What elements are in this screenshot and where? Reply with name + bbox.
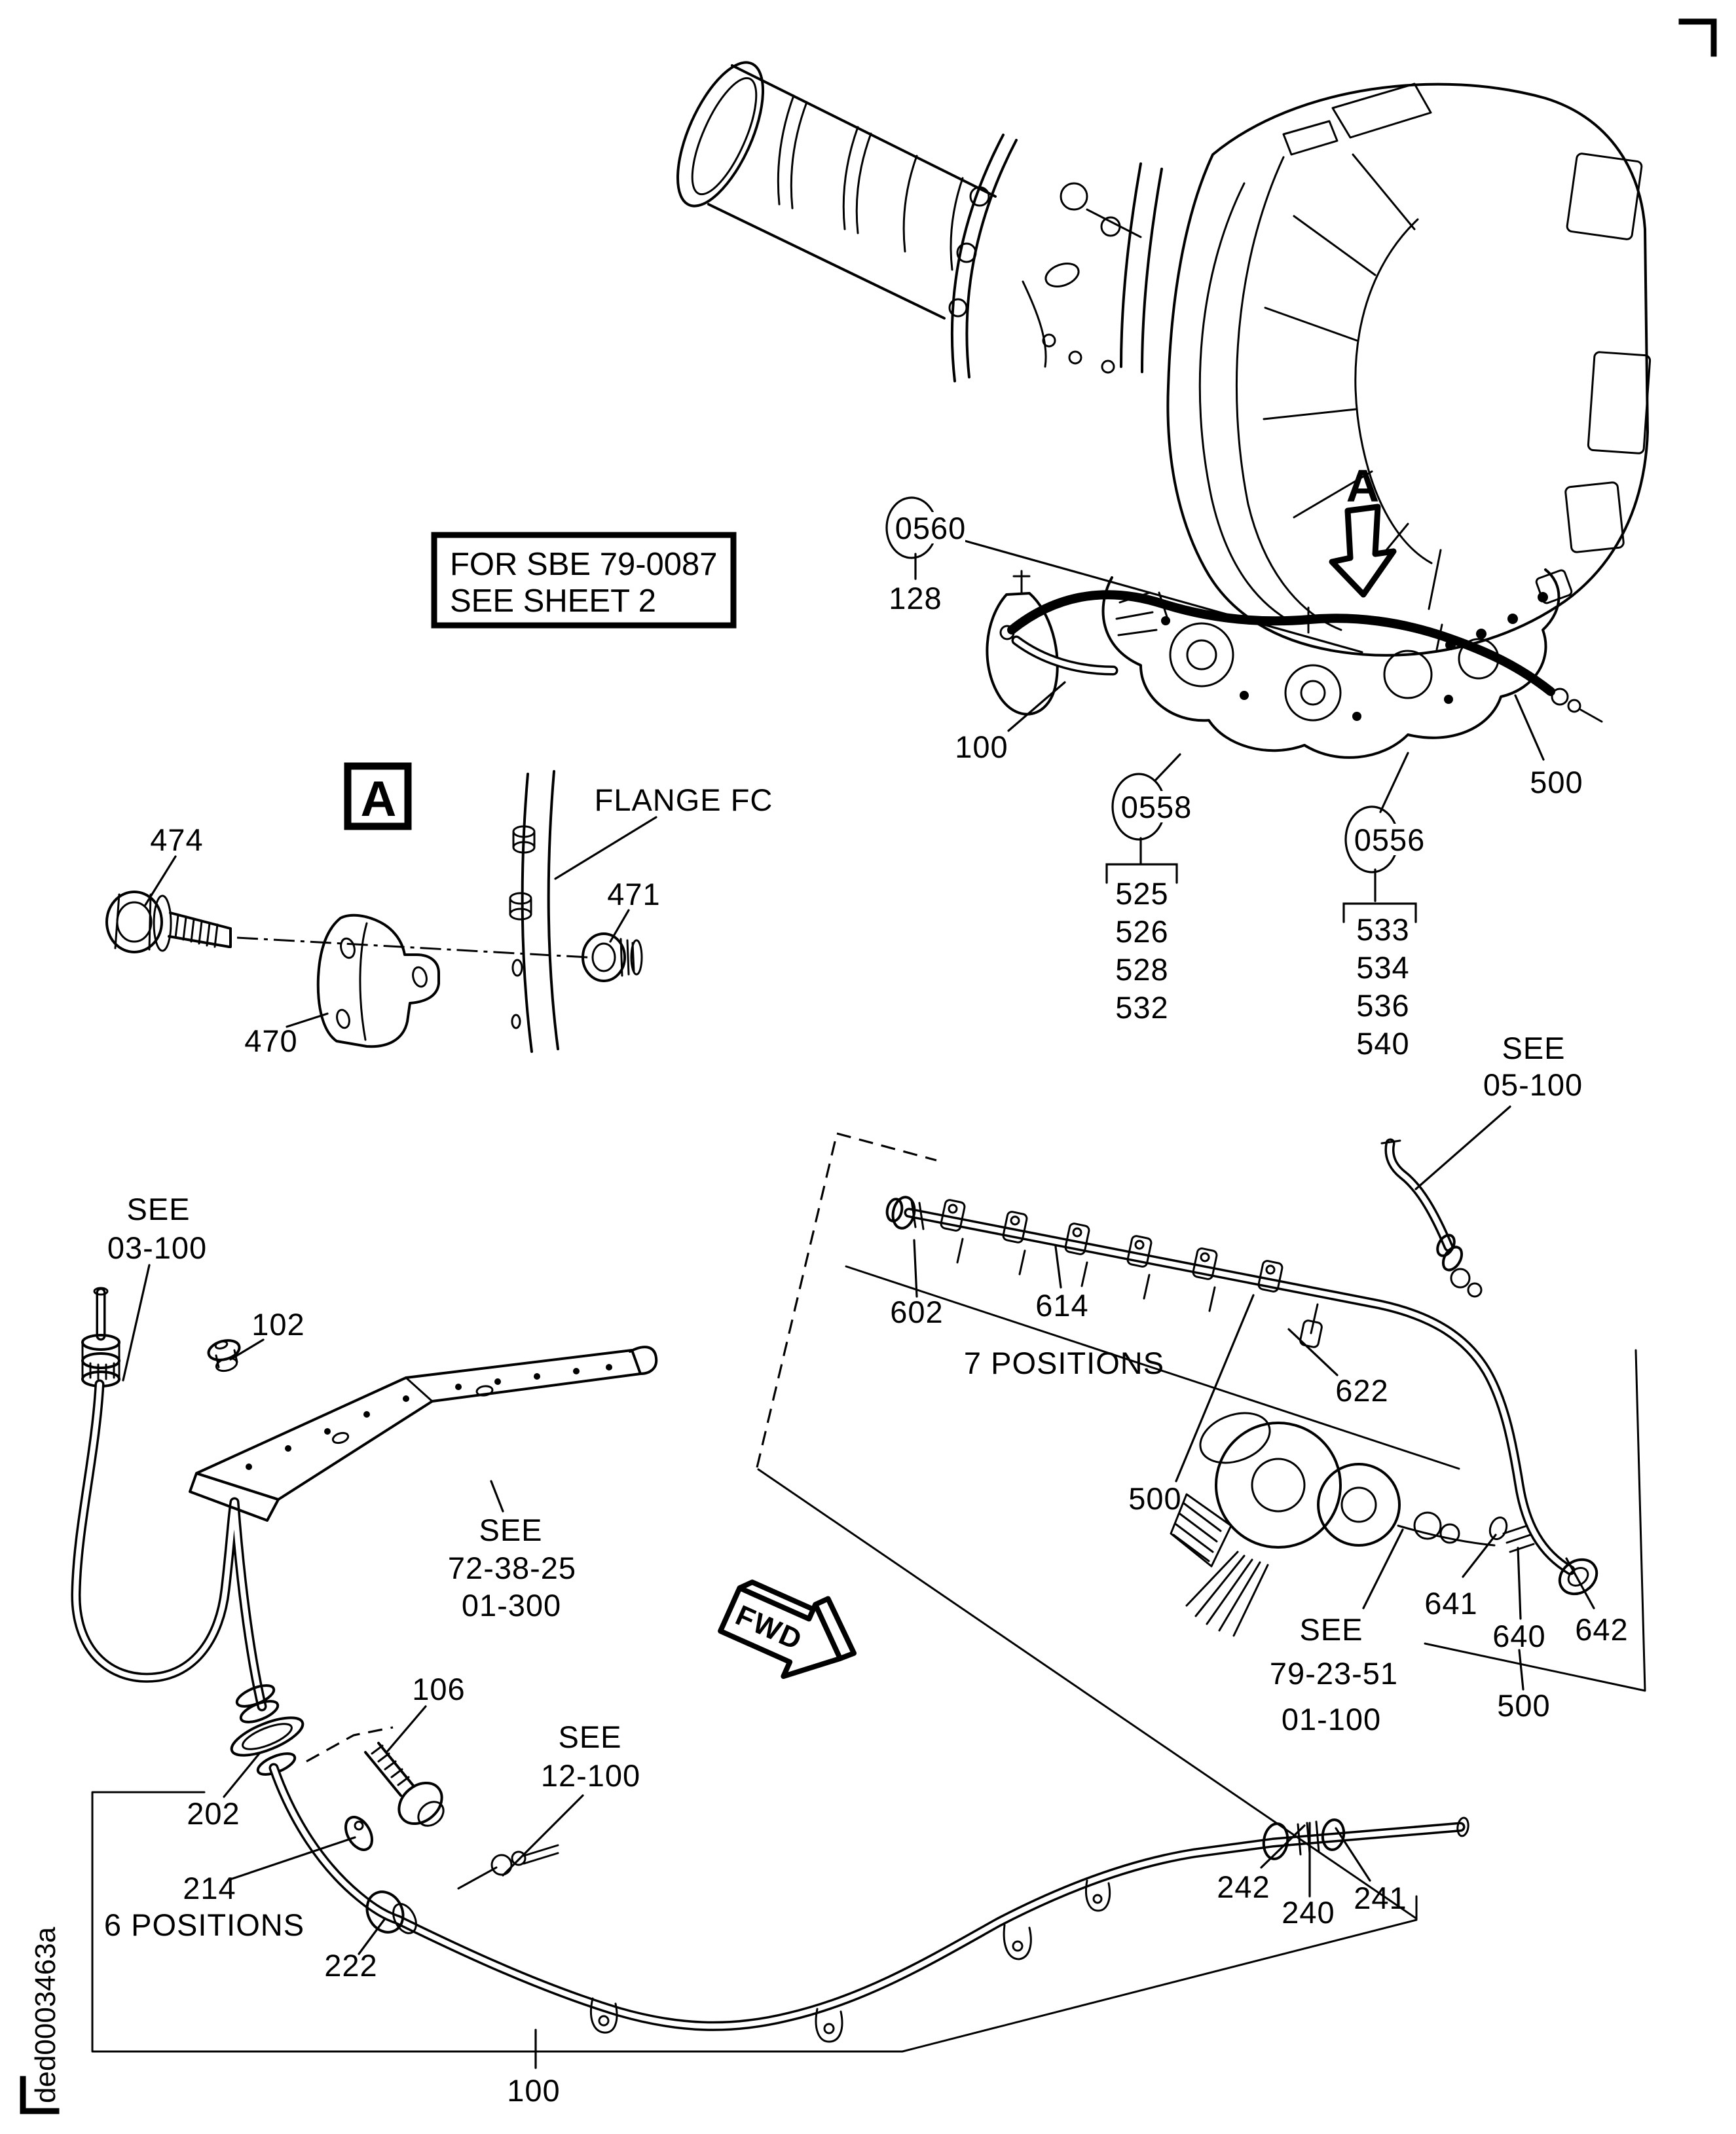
- label-see-72-38-25-l1: SEE: [479, 1513, 542, 1547]
- detail-a-marker-letter: A: [1346, 460, 1380, 511]
- label-flange-fc: FLANGE FC: [595, 782, 773, 817]
- note-box: FOR SBE 79-0087 SEE SHEET 2: [431, 532, 737, 629]
- label-533: 533: [1356, 912, 1409, 947]
- detail-a-frame: A: [344, 762, 412, 830]
- engine-line-art: [676, 61, 1652, 759]
- label-see-12-100-l1: SEE: [558, 1720, 621, 1754]
- note-line-2: SEE SHEET 2: [450, 583, 656, 619]
- label-622: 622: [1335, 1373, 1388, 1408]
- label-641: 641: [1424, 1586, 1477, 1621]
- label-642: 642: [1575, 1612, 1628, 1647]
- label-see-03-100-l1: SEE: [126, 1192, 190, 1226]
- label-see-79-23-51-l2: 79-23-51: [1270, 1656, 1398, 1691]
- callout-0560: 0560: [895, 511, 967, 545]
- label-602: 602: [890, 1295, 943, 1329]
- label-see-05-100-l1: SEE: [1502, 1031, 1565, 1065]
- label-526: 526: [1115, 914, 1168, 949]
- drawing-code: ded0003463a: [29, 1926, 62, 2103]
- fwd-arrow-icon: FWD: [718, 1579, 857, 1680]
- label-500-hose: 500: [1497, 1688, 1550, 1723]
- label-see-05-100-l2: 05-100: [1483, 1067, 1583, 1102]
- callout-0556: 0556: [1354, 822, 1426, 857]
- label-106: 106: [412, 1672, 465, 1706]
- label-471: 471: [607, 877, 660, 911]
- manifold-assembly-line-art: [885, 1138, 1598, 1637]
- label-214: 214: [183, 1871, 236, 1905]
- callout-0558: 0558: [1121, 790, 1192, 824]
- label-6-positions: 6 POSITIONS: [104, 1907, 305, 1942]
- circled-callout-0560: 0560: [885, 496, 967, 559]
- label-614: 614: [1035, 1288, 1088, 1323]
- bottom-left-corner-mark: [20, 2076, 60, 2114]
- label-see-72-38-25-l3: 01-300: [462, 1588, 561, 1623]
- part-labels: 128 100 500 525 526 528 532 533 534 536 …: [104, 581, 1628, 2108]
- label-534: 534: [1356, 950, 1409, 985]
- label-532: 532: [1115, 990, 1168, 1025]
- label-see-03-100-l2: 03-100: [107, 1230, 207, 1265]
- label-100-engine: 100: [955, 729, 1008, 764]
- label-470: 470: [244, 1023, 297, 1058]
- leader-lines: [122, 536, 1595, 1955]
- label-500-engine: 500: [1530, 765, 1583, 800]
- label-7-positions: 7 POSITIONS: [964, 1346, 1164, 1380]
- label-100-bottom: 100: [507, 2073, 560, 2108]
- detail-a-line-art: [105, 770, 643, 1053]
- label-240: 240: [1282, 1895, 1335, 1930]
- label-528: 528: [1115, 952, 1168, 987]
- label-640: 640: [1492, 1619, 1545, 1653]
- top-right-corner-mark: [1678, 18, 1717, 57]
- label-see-79-23-51-l3: 01-100: [1282, 1702, 1381, 1737]
- label-474: 474: [150, 822, 203, 857]
- label-see-72-38-25-l2: 72-38-25: [448, 1551, 576, 1585]
- detail-a-frame-letter: A: [361, 771, 397, 827]
- note-line-1: FOR SBE 79-0087: [450, 547, 718, 582]
- label-241: 241: [1354, 1881, 1407, 1915]
- label-202: 202: [187, 1796, 240, 1831]
- circled-callout-0558: 0558: [1111, 773, 1193, 841]
- label-222: 222: [324, 1948, 377, 1983]
- label-242: 242: [1217, 1869, 1270, 1904]
- label-128: 128: [889, 581, 942, 616]
- circled-callout-0556: 0556: [1344, 805, 1426, 874]
- label-see-12-100-l2: 12-100: [541, 1758, 640, 1793]
- label-see-79-23-51-l1: SEE: [1299, 1612, 1363, 1647]
- label-500-manifold: 500: [1128, 1481, 1181, 1516]
- left-assembly-line-art: [71, 1287, 658, 1827]
- label-540: 540: [1356, 1026, 1409, 1061]
- detail-a-down-arrow-icon: [1329, 504, 1397, 598]
- label-102: 102: [251, 1307, 305, 1342]
- detail-a-marker: A: [1329, 460, 1397, 598]
- view-boundaries: [91, 1132, 1646, 2069]
- label-525: 525: [1115, 876, 1168, 911]
- label-536: 536: [1356, 988, 1409, 1023]
